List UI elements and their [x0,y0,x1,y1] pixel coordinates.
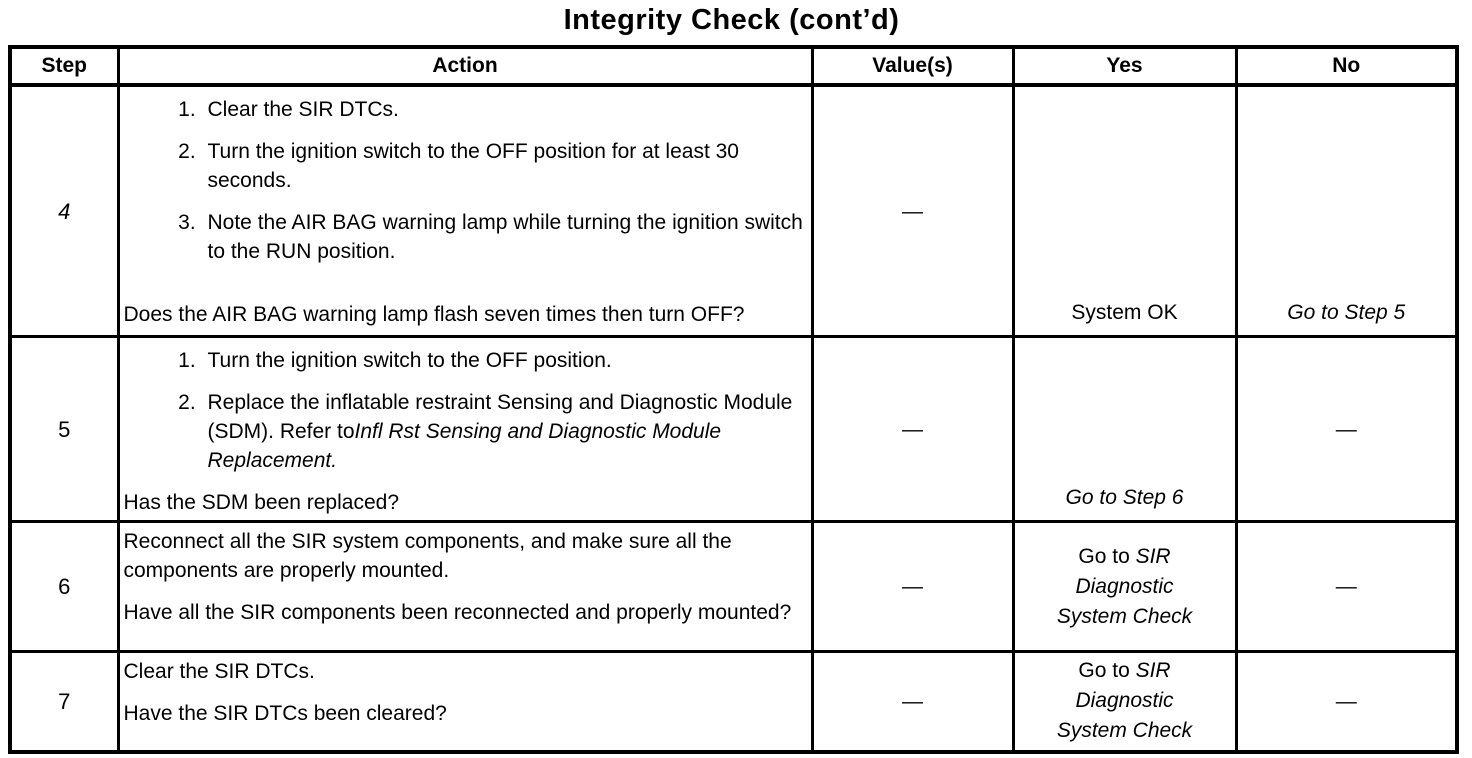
action-list: Turn the ignition switch to the OFF posi… [124,346,805,488]
action-cell: Turn the ignition switch to the OFF posi… [116,335,814,523]
action-list: Clear the SIR DTCs. Turn the ignition sw… [124,95,805,279]
yes-cell: Go to SIR Diagnostic System Check [1011,650,1238,753]
step-cell: 4 [8,83,120,338]
page-title: Integrity Check (cont’d) [563,4,900,36]
action-list-item: Clear the SIR DTCs. [202,95,805,124]
action-question: Have the SIR DTCs been cleared? [123,702,447,725]
header-cell-values: Value(s) [810,45,1015,87]
diagnostic-table: Step Action Value(s) Yes No 4 Clear the … [8,45,1459,754]
values-cell: — [810,520,1015,653]
values-cell: — [810,83,1015,338]
action-question: Have all the SIR components been reconne… [123,601,792,624]
yes-text: Go to SIR Diagnostic System Check [1056,659,1193,743]
no-cell: Go to Step 5 [1234,83,1459,338]
yes-cell: Go to Step 6 [1011,335,1238,523]
action-cell: Reconnect all the SIR system components,… [116,520,814,653]
table-row-step-7: 7 Clear the SIR DTCs. Have the SIR DTCs … [8,650,1459,753]
yes-text: System OK [1071,301,1178,324]
action-cell: Clear the SIR DTCs. Have the SIR DTCs be… [116,650,814,753]
yes-cell: Go to SIR Diagnostic System Check [1011,520,1238,653]
no-text: Go to Step 5 [1287,301,1406,324]
no-cell: — [1234,650,1459,753]
action-list-item: Replace the inflatable restraint Sensing… [202,388,805,475]
action-paragraph: Clear the SIR DTCs. [123,660,315,683]
action-cell: Clear the SIR DTCs. Turn the ignition sw… [116,83,814,338]
step-number: 4 [58,198,71,224]
header-row: Step Action Value(s) Yes No [8,45,1459,87]
step-cell: 7 [8,650,120,753]
yes-text: Go to Step 6 [1065,486,1184,509]
header-cell-step: Step [8,45,120,87]
action-list-item: Note the AIR BAG warning lamp while turn… [202,208,805,266]
values-cell: — [810,650,1015,753]
yes-text: Go to SIR Diagnostic System Check [1056,544,1193,628]
action-question: Does the AIR BAG warning lamp flash seve… [123,303,745,326]
no-cell: — [1234,335,1459,523]
action-paragraph: Reconnect all the SIR system components,… [123,530,732,582]
step-cell: 5 [8,335,120,523]
action-question: Has the SDM been replaced? [123,491,400,514]
no-cell: — [1234,520,1459,653]
header-cell-no: No [1234,45,1459,87]
action-list-item: Turn the ignition switch to the OFF posi… [202,137,805,195]
yes-cell: System OK [1011,83,1238,338]
action-list-item: Turn the ignition switch to the OFF posi… [202,346,805,375]
table-row-step-6: 6 Reconnect all the SIR system component… [8,520,1459,653]
header-cell-yes: Yes [1011,45,1238,87]
header-cell-action: Action [116,45,814,87]
table-row-step-5: 5 Turn the ignition switch to the OFF po… [8,335,1459,523]
values-cell: — [810,335,1015,523]
step-cell: 6 [8,520,120,653]
table-row-step-4: 4 Clear the SIR DTCs. Turn the ignition … [8,83,1459,338]
